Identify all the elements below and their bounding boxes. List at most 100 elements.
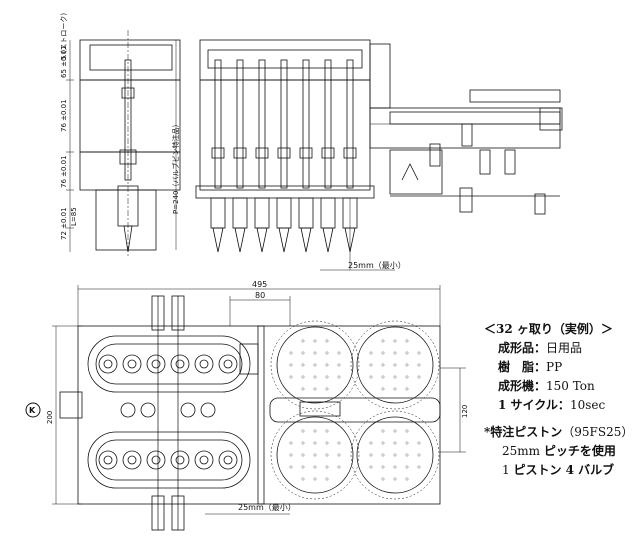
valve-pin <box>302 59 310 189</box>
cavity-point <box>325 363 329 367</box>
dim-stroke: 5 (ストローク) <box>60 13 68 60</box>
dim-120: 120 <box>461 405 469 418</box>
cavity-point <box>381 363 385 367</box>
cavity-point <box>313 465 317 469</box>
cavity-point <box>313 351 317 355</box>
nozzle-body <box>276 197 292 229</box>
cavity-point <box>337 351 341 355</box>
cavity-point <box>381 387 385 391</box>
cavity-point <box>393 351 397 355</box>
side-view-left <box>66 30 181 258</box>
cavity-point <box>381 477 385 481</box>
cavity-point <box>337 453 341 457</box>
nozzle-body <box>210 197 226 229</box>
cavity-point <box>301 453 305 457</box>
pin-clamp <box>343 147 357 159</box>
valve-pin <box>346 59 354 189</box>
cavity-point <box>369 363 373 367</box>
notes-machine: 成形機：150 Ton <box>498 379 595 393</box>
dim-495: 495 <box>252 280 267 289</box>
cavity-point <box>381 429 385 433</box>
cavity-point <box>301 375 305 379</box>
plan-view-left <box>52 295 290 531</box>
cavity-point <box>393 441 397 445</box>
cavity-point <box>313 375 317 379</box>
cavity-point <box>325 429 329 433</box>
valve-ring <box>122 354 142 374</box>
dim-76-b: 76 ±0.01 <box>60 155 68 188</box>
manifold-plug <box>200 402 216 418</box>
cavity-point <box>417 465 421 469</box>
cavity-point <box>381 453 385 457</box>
nozzle-body <box>320 197 336 229</box>
valve-center <box>103 455 113 465</box>
cavity-point <box>417 363 421 367</box>
cavity-point <box>393 477 397 481</box>
manifold-plug <box>140 402 156 418</box>
pin-clamp <box>321 147 335 159</box>
cavity-point <box>393 453 397 457</box>
valve-pin <box>280 59 288 189</box>
cavity-point <box>405 441 409 445</box>
notes-product: 成形品：日用品 <box>498 341 583 355</box>
cavity-point <box>313 429 317 433</box>
cavity-point <box>381 441 385 445</box>
valve-pin <box>236 59 244 189</box>
cavity-point <box>301 351 305 355</box>
dim-pitch-top: 25mm（最小） <box>348 261 406 270</box>
plan-view-right <box>257 320 466 505</box>
cavity-point <box>313 339 317 343</box>
cavity-point <box>417 441 421 445</box>
notes-piston: *特注ピストン（95FS25） <box>484 425 634 439</box>
cavity-point <box>337 441 341 445</box>
cavity-point <box>405 363 409 367</box>
pin-clamp <box>277 147 291 159</box>
notes-valves: 1 ピストン 4 バルブ <box>502 463 615 477</box>
notes-resin: 樹 脂：PP <box>498 360 563 374</box>
valve-center <box>103 359 113 369</box>
cavity-point <box>325 375 329 379</box>
cavity-point <box>393 339 397 343</box>
cavity-point <box>289 441 293 445</box>
valve-ring <box>218 450 238 470</box>
nozzle-body <box>254 197 270 229</box>
cavity-point <box>301 363 305 367</box>
valve-center <box>127 359 137 369</box>
manifold-plug <box>120 402 136 418</box>
dim-72: 72 ±0.01 <box>60 207 68 240</box>
valve-center <box>175 359 185 369</box>
cavity-point <box>405 477 409 481</box>
pin-clamp <box>299 147 313 159</box>
valve-center <box>223 455 233 465</box>
cavity-point <box>289 363 293 367</box>
notes-cycle: 1 サイクル：10sec <box>498 398 606 412</box>
cavity-point <box>393 429 397 433</box>
cavity-point <box>325 351 329 355</box>
cavity-point <box>405 465 409 469</box>
cavity-point <box>301 477 305 481</box>
cavity-point <box>325 387 329 391</box>
cavity-point <box>369 375 373 379</box>
cavity-point <box>313 441 317 445</box>
overall-dims <box>77 285 441 326</box>
valve-center <box>175 455 185 465</box>
cavity-point <box>405 339 409 343</box>
valve-center <box>223 359 233 369</box>
cavity-point <box>289 465 293 469</box>
cavity-point <box>301 387 305 391</box>
valve-ring <box>218 354 238 374</box>
cavity-point <box>301 429 305 433</box>
cavity-point <box>289 351 293 355</box>
nozzle-body <box>232 197 248 229</box>
notes-pitch: 25mm ピッチを使用 <box>502 444 616 458</box>
pin-clamp <box>233 147 247 159</box>
cavity-point <box>313 387 317 391</box>
cavity-point <box>313 363 317 367</box>
dim-pitch-bottom: 25mm（最小） <box>238 503 296 512</box>
cavity-point <box>417 453 421 457</box>
valve-ring <box>122 450 142 470</box>
nozzle-tip <box>278 227 290 253</box>
valve-center <box>151 359 161 369</box>
